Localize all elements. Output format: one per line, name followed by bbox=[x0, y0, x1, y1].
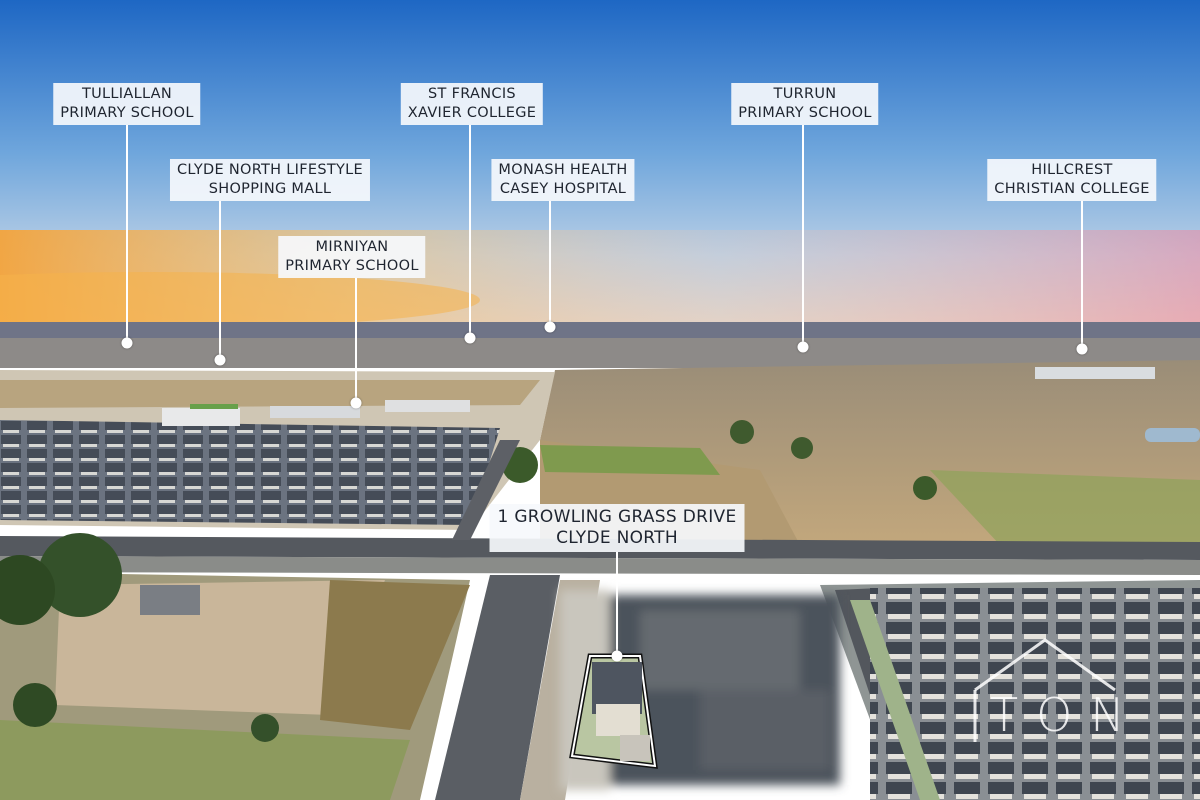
house-outline-icon bbox=[973, 638, 1116, 742]
landmark-mirniyan-pin-dot bbox=[350, 397, 362, 409]
landmark-mirniyan-label-line: PRIMARY SCHOOL bbox=[285, 258, 419, 274]
landmark-tulliallan-label-line: TULLIALLAN bbox=[81, 86, 173, 102]
landmark-st-francis-label: ST FRANCIS XAVIER COLLEGE bbox=[400, 83, 544, 125]
landmark-clyde-north-mall-pin-line bbox=[219, 201, 221, 360]
landmark-monash-health-pin-dot bbox=[544, 321, 556, 333]
landmark-st-francis-pin-line bbox=[469, 125, 471, 338]
landmark-turrun-label: TURRUN PRIMARY SCHOOL bbox=[731, 83, 879, 125]
landmark-monash-health-label-line: CASEY HOSPITAL bbox=[499, 181, 627, 197]
landmark-tulliallan-pin-dot bbox=[121, 337, 133, 349]
landmark-tulliallan-label: TULLIALLAN PRIMARY SCHOOL bbox=[53, 83, 201, 125]
landmark-monash-health-label-line: MONASH HEALTH bbox=[498, 162, 628, 178]
landmark-hillcrest-label-line: CHRISTIAN COLLEGE bbox=[994, 181, 1150, 197]
watermark-logo: TON bbox=[990, 688, 1143, 742]
landmark-hillcrest-label-line: HILLCREST bbox=[1031, 162, 1113, 178]
landmark-turrun-pin-dot bbox=[797, 341, 809, 353]
landmark-st-francis-label-line: XAVIER COLLEGE bbox=[407, 105, 537, 121]
landmark-hillcrest-pin-line bbox=[1081, 201, 1083, 349]
landmark-turrun-label-line: TURRUN bbox=[773, 86, 837, 102]
property-address-pin-dot bbox=[611, 650, 623, 662]
property-address-pin-line bbox=[616, 552, 618, 656]
landmark-tulliallan-pin-line bbox=[126, 125, 128, 343]
landmark-tulliallan-label-line: PRIMARY SCHOOL bbox=[60, 105, 194, 121]
landmark-mirniyan-label: MIRNIYAN PRIMARY SCHOOL bbox=[278, 236, 426, 278]
landmark-hillcrest-pin-dot bbox=[1076, 343, 1088, 355]
landmark-st-francis-label-line: ST FRANCIS bbox=[428, 86, 516, 102]
landmark-mirniyan-pin-line bbox=[355, 278, 357, 403]
landmark-turrun-pin-line bbox=[802, 125, 804, 347]
landmark-monash-health-pin-line bbox=[549, 201, 551, 327]
landmark-clyde-north-mall-label-line: CLYDE NORTH LIFESTYLE bbox=[176, 162, 364, 178]
property-address-label-line: CLYDE NORTH bbox=[556, 528, 678, 548]
landmark-clyde-north-mall-label: CLYDE NORTH LIFESTYLE SHOPPING MALL bbox=[169, 159, 371, 201]
landmark-monash-health-label: MONASH HEALTH CASEY HOSPITAL bbox=[491, 159, 635, 201]
landmark-clyde-north-mall-pin-dot bbox=[214, 354, 226, 366]
landmark-hillcrest-label: HILLCREST CHRISTIAN COLLEGE bbox=[987, 159, 1157, 201]
landmark-st-francis-pin-dot bbox=[464, 332, 476, 344]
landmark-clyde-north-mall-label-line: SHOPPING MALL bbox=[208, 181, 332, 197]
landmark-mirniyan-label-line: MIRNIYAN bbox=[315, 239, 389, 255]
property-address-label-line: 1 GROWLING GRASS DRIVE bbox=[497, 507, 737, 527]
landmark-turrun-label-line: PRIMARY SCHOOL bbox=[738, 105, 872, 121]
